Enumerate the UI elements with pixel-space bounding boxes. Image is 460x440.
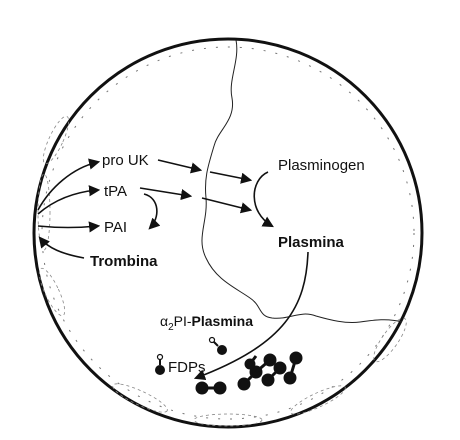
label-trombina: Trombina (90, 253, 158, 270)
arrow-wall-to-tpa (37, 185, 101, 215)
fibrin-fragments (195, 351, 303, 395)
arrow-tpa-to-clot (139, 187, 193, 201)
endothelial-cells-left (37, 115, 70, 317)
vessel-outline (32, 37, 424, 429)
fdp-molecule-icon (155, 353, 165, 375)
label-plasmina-complex: Plasmina (192, 313, 254, 329)
label-pro-uk: pro UK (102, 152, 149, 169)
arrow-prouk-clot-continue (209, 171, 253, 184)
arrow-plasmina-to-fdps (193, 251, 309, 381)
arrow-wall-to-pai (37, 221, 101, 233)
label-alpha-subscript: 2 (168, 322, 174, 333)
membrane-dashes (41, 46, 415, 420)
label-alpha-symbol: α (160, 313, 168, 329)
fibrin-clot-boundary (201, 39, 403, 323)
label-tpa: tPA (104, 183, 127, 200)
wall-arrows (37, 158, 101, 259)
arrow-tpa-to-pai (143, 193, 161, 230)
label-fdps: FDPs (168, 359, 206, 376)
endothelial-cells-bottom (112, 317, 407, 427)
arrow-prouk-to-clot (157, 159, 203, 174)
arrow-plasminogen-to-plasmina (253, 171, 274, 228)
arrow-tpa-clot-continue (201, 197, 253, 214)
alpha2pi-complex-icon (208, 336, 227, 355)
label-plasmina: Plasmina (278, 234, 345, 251)
label-pai: PAI (104, 219, 127, 236)
label-plasminogen: Plasminogen (278, 157, 365, 174)
arrow-trombina-to-wall (38, 236, 85, 259)
arrow-wall-to-prouk (37, 158, 101, 211)
label-alpha2pi-plasmina: α2PI-Plasmina (160, 313, 253, 333)
label-pi-prefix: PI- (174, 313, 192, 329)
